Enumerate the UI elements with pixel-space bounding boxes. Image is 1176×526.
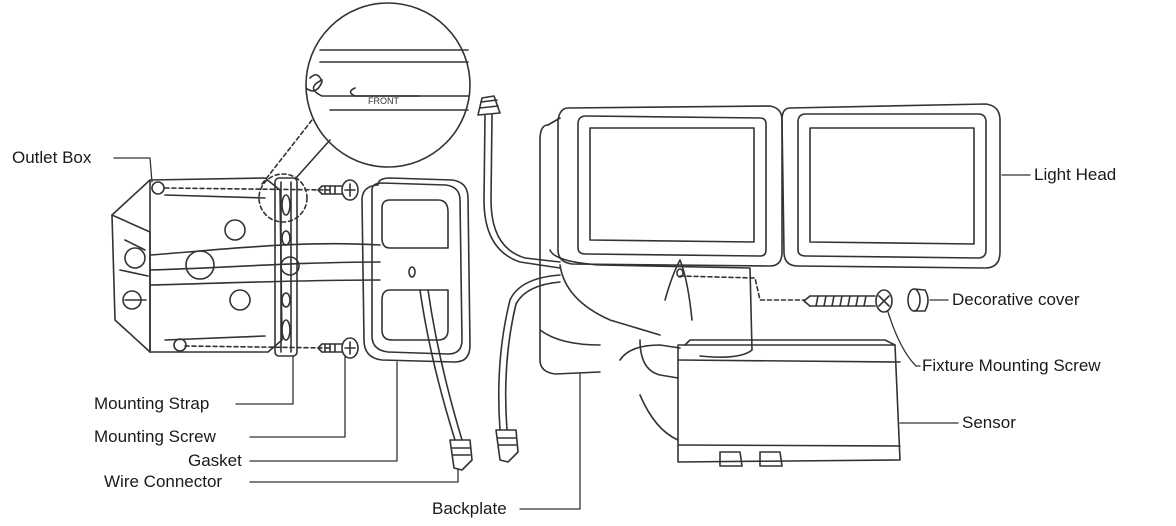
label-wire-connector: Wire Connector bbox=[104, 472, 223, 491]
label-backplate: Backplate bbox=[432, 499, 507, 518]
decorative-cover bbox=[907, 288, 929, 312]
label-decorative-cover: Decorative cover bbox=[952, 290, 1080, 309]
label-sensor: Sensor bbox=[962, 413, 1016, 432]
label-mounting-screw: Mounting Screw bbox=[94, 427, 216, 446]
wire-connector-left bbox=[449, 439, 473, 471]
mounting-strap bbox=[274, 177, 300, 357]
light-head bbox=[557, 103, 1001, 269]
sensor bbox=[619, 339, 901, 467]
detail-magnifier bbox=[258, 2, 471, 223]
label-outlet-box: Outlet Box bbox=[12, 148, 92, 167]
front-mark: FRONT bbox=[368, 96, 399, 106]
wire-connector-top bbox=[477, 95, 501, 116]
outlet-box bbox=[111, 177, 283, 353]
gasket bbox=[361, 177, 471, 363]
label-mounting-strap: Mounting Strap bbox=[94, 394, 210, 413]
wire-connector-right bbox=[495, 429, 519, 463]
label-fixture-mounting-screw: Fixture Mounting Screw bbox=[922, 356, 1101, 375]
label-light-head: Light Head bbox=[1034, 165, 1117, 184]
leader-lines bbox=[113, 157, 1031, 510]
mounting-screw-top bbox=[317, 179, 359, 201]
label-gasket: Gasket bbox=[188, 451, 242, 470]
backplate bbox=[539, 117, 753, 375]
fixture-mounting-screw bbox=[803, 289, 893, 313]
wire-bundle bbox=[419, 114, 561, 441]
mounting-screw-bottom bbox=[317, 337, 359, 359]
